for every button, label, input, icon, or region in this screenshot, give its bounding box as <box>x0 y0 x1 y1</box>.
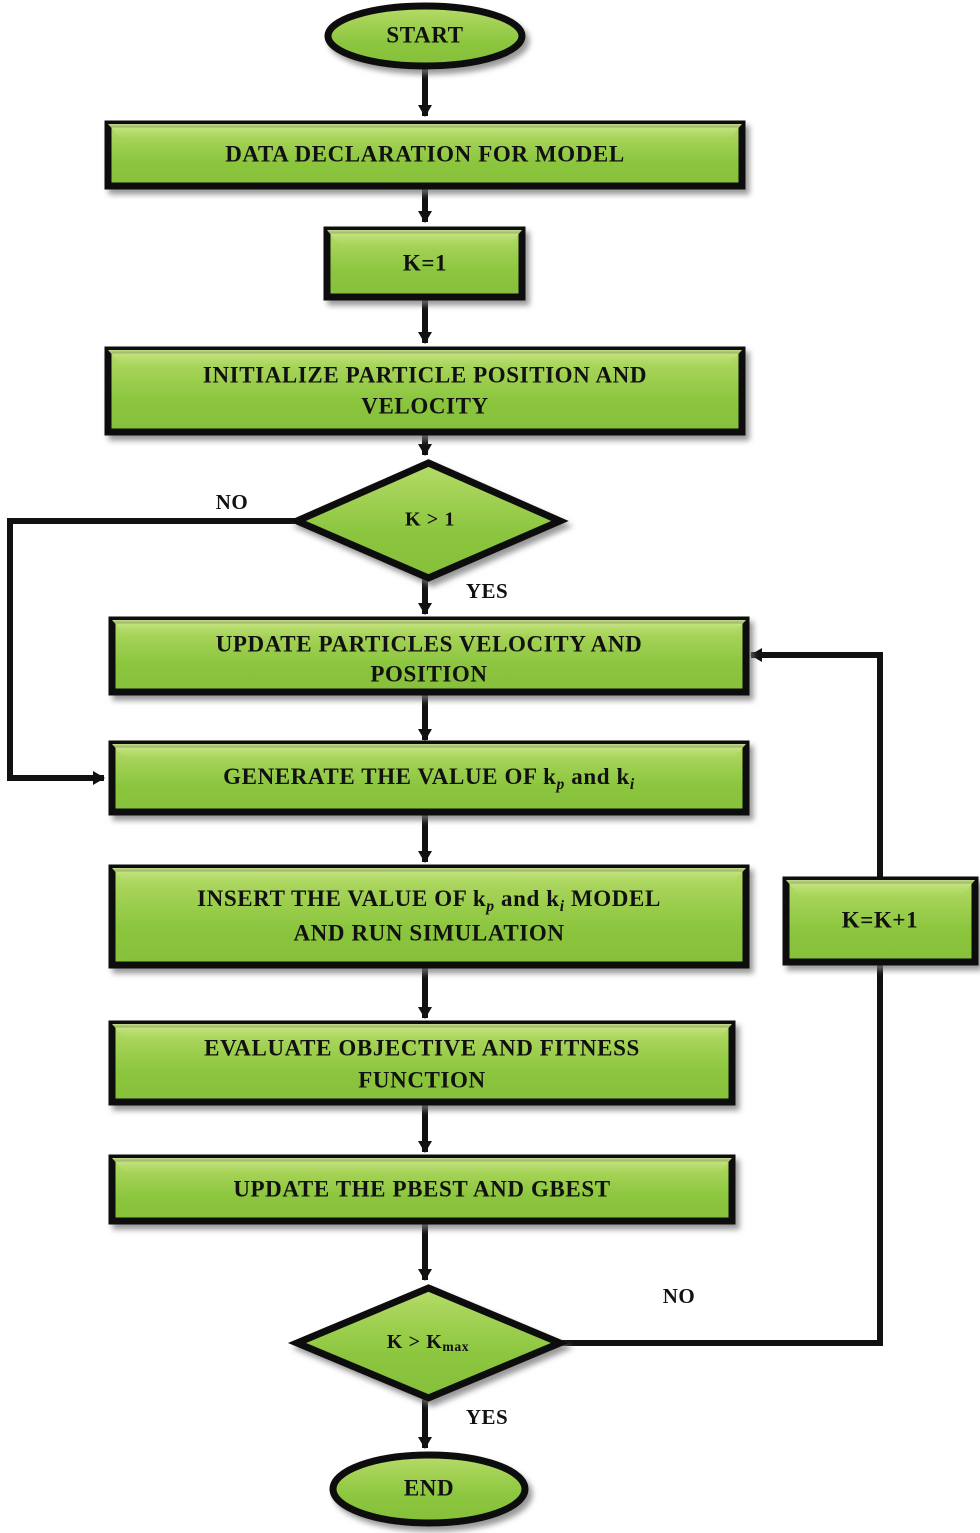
node-k-init[interactable]: K=1 <box>323 226 526 301</box>
initialize-label-line1: INITIALIZE PARTICLE POSITION AND <box>203 362 647 387</box>
initialize-label-line2: VELOCITY <box>361 393 489 418</box>
k-init-label: K=1 <box>403 250 447 275</box>
evaluate-bevel <box>112 1024 732 1040</box>
generate-values-sub-p: p <box>554 776 564 793</box>
end-label: END <box>404 1475 454 1500</box>
data-declaration-bevel <box>108 124 742 140</box>
edge-label-yes-lower: YES <box>466 1405 508 1429</box>
start-label: START <box>386 22 463 47</box>
edge-k-increment-to-update-particles <box>750 648 883 880</box>
node-generate-values[interactable]: GENERATE THE VALUE OF kp and ki <box>108 740 750 816</box>
node-decision-k-gt-1[interactable]: K > 1 <box>288 459 569 582</box>
decision-kmax-prefix: K > K <box>387 1331 443 1353</box>
decision-k-gt-kmax-label: K > Kmax <box>387 1331 469 1355</box>
generate-values-bevel <box>112 744 746 760</box>
node-decision-k-gt-kmax[interactable]: K > Kmax <box>287 1284 570 1402</box>
end-ellipse-shape <box>329 1451 529 1527</box>
insert-values-bevel <box>112 868 746 884</box>
generate-values-mid: and k <box>565 764 630 789</box>
edge-label-no-lower: NO <box>663 1284 696 1308</box>
edge-decision-k1-no-to-generate <box>7 518 297 785</box>
data-declaration-label: DATA DECLARATION FOR MODEL <box>225 141 625 166</box>
decision-k-gt-1-label: K > 1 <box>405 509 455 531</box>
node-end[interactable]: END <box>329 1451 529 1527</box>
update-particles-label-line2: POSITION <box>370 661 487 686</box>
insert-values-mid: and k <box>495 886 560 911</box>
node-data-declaration[interactable]: DATA DECLARATION FOR MODEL <box>104 120 746 190</box>
update-particles-label-line1: UPDATE PARTICLES VELOCITY AND <box>216 631 643 656</box>
node-update-particles[interactable]: UPDATE PARTICLES VELOCITY AND POSITION <box>108 616 750 696</box>
update-best-bevel <box>112 1158 732 1174</box>
generate-values-label: GENERATE THE VALUE OF kp and ki <box>223 764 635 792</box>
insert-values-label-line2: AND RUN SIMULATION <box>293 920 564 945</box>
decision-k-gt-1-diamond-shape <box>288 459 569 582</box>
node-start[interactable]: START <box>324 2 526 70</box>
start-ellipse-shape <box>324 2 526 70</box>
evaluate-label-line2: FUNCTION <box>358 1067 485 1092</box>
insert-values-prefix: INSERT THE VALUE OF k <box>197 886 486 911</box>
node-k-increment[interactable]: K=K+1 <box>782 876 979 966</box>
node-update-best[interactable]: UPDATE THE PBEST AND GBEST <box>108 1154 736 1225</box>
update-best-label: UPDATE THE PBEST AND GBEST <box>233 1176 610 1201</box>
decision-kmax-sub: max <box>442 1339 469 1354</box>
initialize-bevel <box>108 350 742 366</box>
k-increment-label: K=K+1 <box>842 907 919 932</box>
edge-label-no-upper: NO <box>216 490 249 514</box>
decision-k-gt-kmax-diamond-shape <box>287 1284 570 1402</box>
k-init-bevel <box>327 230 522 247</box>
insert-values-label-line1: INSERT THE VALUE OF kp and ki MODEL <box>197 886 661 914</box>
insert-values-sub-p: p <box>484 898 494 915</box>
edge-label-yes-upper: YES <box>466 579 508 603</box>
k-increment-bevel <box>786 880 975 897</box>
insert-values-suffix: MODEL <box>565 886 661 911</box>
evaluate-label-line1: EVALUATE OBJECTIVE AND FITNESS <box>204 1035 640 1060</box>
update-particles-bevel <box>112 620 746 636</box>
node-evaluate[interactable]: EVALUATE OBJECTIVE AND FITNESS FUNCTION <box>108 1020 736 1106</box>
generate-values-prefix: GENERATE THE VALUE OF k <box>223 764 556 789</box>
node-insert-values[interactable]: INSERT THE VALUE OF kp and ki MODEL AND … <box>108 864 750 969</box>
generate-values-sub-i: i <box>630 776 635 793</box>
edge-decision-kmax-no-to-k-increment <box>560 962 883 1346</box>
node-initialize[interactable]: INITIALIZE PARTICLE POSITION AND VELOCIT… <box>104 346 746 436</box>
insert-values-sub-i: i <box>560 898 565 915</box>
